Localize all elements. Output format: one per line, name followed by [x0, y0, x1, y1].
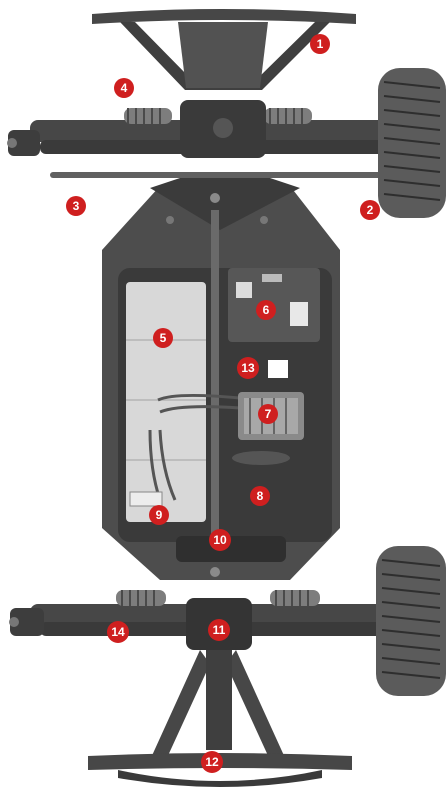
callout-6: 6: [256, 300, 276, 320]
callout-5: 5: [153, 328, 173, 348]
callout-6-label: 6: [263, 303, 270, 317]
center-driveshaft: [211, 210, 219, 556]
front-right-tire: [378, 68, 446, 218]
callout-7-label: 7: [265, 407, 272, 421]
front-bumper: [92, 9, 356, 90]
callout-8-label: 8: [257, 489, 264, 503]
callout-14: 14: [107, 621, 129, 643]
callout-1-label: 1: [317, 37, 324, 51]
front-suspension: [7, 100, 410, 178]
callout-3-label: 3: [73, 199, 80, 213]
callout-9-label: 9: [156, 508, 163, 522]
callout-2: 2: [360, 200, 380, 220]
callout-5-label: 5: [160, 331, 167, 345]
callout-9: 9: [149, 505, 169, 525]
front-right-shock: [264, 108, 312, 124]
rear-suspension: [9, 590, 410, 650]
callout-2-label: 2: [367, 203, 374, 217]
callout-11-label: 11: [213, 623, 226, 637]
callout-4: 4: [114, 78, 134, 98]
front-left-shock: [124, 108, 172, 124]
callout-3: 3: [66, 196, 86, 216]
callout-7: 7: [258, 404, 278, 424]
callout-8: 8: [250, 486, 270, 506]
rear-right-tire: [376, 546, 446, 696]
callout-10: 10: [209, 529, 231, 551]
callout-13-label: 13: [241, 361, 255, 375]
callout-12: 12: [201, 751, 223, 773]
callout-11: 11: [208, 619, 230, 641]
callout-4-label: 4: [121, 81, 128, 95]
callout-14-label: 14: [111, 625, 125, 639]
callout-10-label: 10: [213, 533, 227, 547]
callout-1: 1: [310, 34, 330, 54]
callout-12-label: 12: [205, 755, 219, 769]
callout-13: 13: [237, 357, 259, 379]
rear-left-shock: [116, 590, 166, 606]
rear-bumper: [88, 650, 352, 787]
rear-right-shock: [270, 590, 320, 606]
battery-pack: [126, 282, 241, 522]
